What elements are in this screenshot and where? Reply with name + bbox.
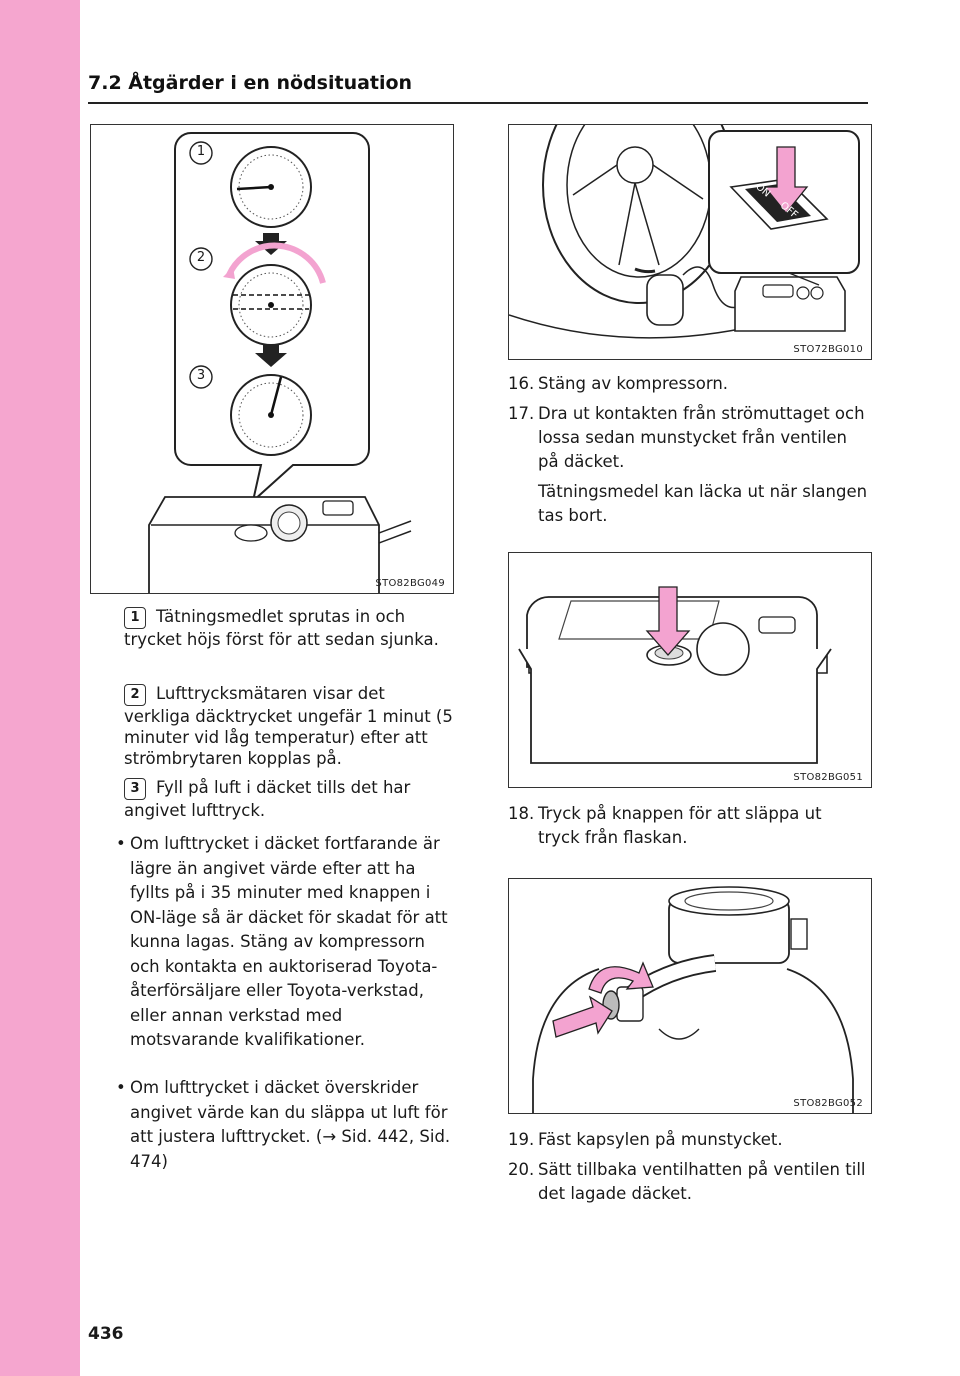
sealant-bottle-icon xyxy=(532,886,854,1113)
callout-text: Fyll på luft i däcket tills det har angi… xyxy=(124,778,411,820)
bullet-item: • Om lufttrycket i däcket överskrider an… xyxy=(116,1078,451,1171)
figure-label-3: 3 xyxy=(196,368,206,383)
figure-code: STO82BG051 xyxy=(793,772,863,783)
wheel-icon xyxy=(509,125,760,339)
press-arrow-icon xyxy=(645,586,691,656)
step-17: 17. Dra ut kontakten från strömuttaget o… xyxy=(508,402,868,528)
step-20: 20. Sätt tillbaka ventilhatten på ventil… xyxy=(508,1160,866,1203)
attach-cap-illustration xyxy=(532,886,854,1113)
figure-code: STO72BG010 xyxy=(793,344,863,355)
push-arrow-icon xyxy=(552,995,613,1038)
figure-switch-off: ON OFF STO72BG010 xyxy=(508,124,872,360)
gauge-sequence-illustration xyxy=(148,132,412,593)
compressor-icon xyxy=(148,496,412,593)
step-19: 19. Fäst kapsylen på munstycket. xyxy=(508,1130,783,1149)
figure-code: STO82BG049 xyxy=(375,578,445,589)
figure-code: STO82BG052 xyxy=(793,1098,863,1109)
switch-off-illustration xyxy=(509,125,860,339)
step-17-note: Tätningsmedel kan läcka ut när slangen t… xyxy=(538,482,868,525)
gauge-1-icon xyxy=(230,146,312,228)
figure-gauge-sequence: 1 2 3 STO82BG049 xyxy=(90,124,454,594)
gauge-2-icon xyxy=(223,242,326,346)
section-title: 7.2 Åtgärder i en nödsituation xyxy=(88,72,413,94)
bullet-item: • Om lufttrycket i däcket fortfarande är… xyxy=(116,834,448,1049)
header-rule xyxy=(88,102,868,104)
compressor-icon xyxy=(734,276,846,332)
figure-attach-cap: STO82BG052 xyxy=(508,878,872,1114)
press-arrow-icon xyxy=(763,146,809,215)
figure-label-badges xyxy=(189,141,213,389)
figure-label-1: 1 xyxy=(196,144,206,159)
figure-release-button: STO82BG051 xyxy=(508,552,872,788)
figure-label-2: 2 xyxy=(196,250,206,265)
page-number: 436 xyxy=(88,1324,124,1344)
rotate-arrow-icon xyxy=(588,961,654,994)
callout-text: Tätningsmedlet sprutas in och trycket hö… xyxy=(124,607,439,649)
callout-text: Lufttrycksmätaren visar det verkliga däc… xyxy=(124,684,453,768)
callout-badge: 3 xyxy=(124,778,146,800)
callout-badge: 1 xyxy=(124,607,146,629)
gauge-3-icon xyxy=(230,374,312,456)
release-button-illustration xyxy=(518,586,832,764)
step-16: 16. Stäng av kompressorn. xyxy=(508,374,729,393)
sealant-bottle-icon xyxy=(646,274,684,326)
side-color-band xyxy=(0,0,80,1376)
step-18: 18. Tryck på knappen för att släppa ut t… xyxy=(508,804,822,847)
callout-badge: 2 xyxy=(124,684,146,706)
